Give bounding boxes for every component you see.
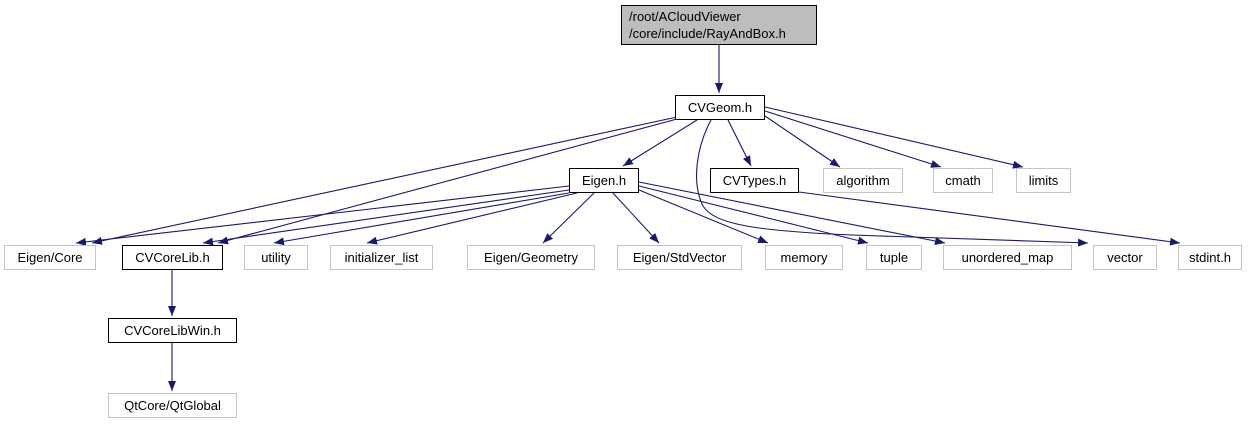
- node-tuple: tuple: [866, 245, 922, 270]
- node-initializer-list: initializer_list: [330, 245, 433, 270]
- edge-eigen-to-eigen-stdvector: [612, 192, 660, 244]
- edge-eigen-to-initializer-list: [366, 192, 578, 245]
- node-unordered-map: unordered_map: [943, 245, 1072, 270]
- node-limits: limits: [1016, 168, 1071, 193]
- node-memory: memory: [765, 245, 843, 270]
- node-eigen-stdvector: Eigen/StdVector: [617, 245, 742, 270]
- node-eigen-core: Eigen/Core: [4, 245, 96, 270]
- edge-group: [75, 45, 1181, 391]
- node-utility: utility: [244, 245, 308, 270]
- edge-cvtypes-to-stdint: [798, 191, 1181, 246]
- node-cvtypes[interactable]: CVTypes.h: [710, 168, 799, 193]
- edge-eigen-to-cvcorelib: [202, 189, 570, 246]
- node-qtglobal: QtCore/QtGlobal: [108, 393, 237, 418]
- node-cvcorelib[interactable]: CVCoreLib.h: [122, 245, 223, 270]
- edge-cvgeom-to-eigen-core: [91, 116, 678, 245]
- edge-cvgeom-to-algorithm: [764, 115, 841, 168]
- node-rayandbox: /root/ACloudViewer /core/include/RayAndB…: [621, 5, 817, 45]
- node-algorithm: algorithm: [823, 168, 903, 193]
- node-cmath: cmath: [933, 168, 993, 193]
- edge-eigen-to-tuple: [638, 185, 869, 245]
- edge-eigen-to-unordered-map: [638, 181, 946, 245]
- edge-cvgeom-to-limits: [764, 106, 1024, 169]
- edge-eigen-to-memory: [638, 189, 769, 244]
- edge-cvgeom-to-cmath: [764, 110, 942, 168]
- node-eigen-geometry: Eigen/Geometry: [467, 245, 595, 270]
- edge-cvgeom-to-vector: [696, 119, 1089, 247]
- node-cvgeom[interactable]: CVGeom.h: [675, 95, 765, 120]
- edge-cvgeom-to-cvcorelib: [217, 118, 678, 245]
- edge-eigen-to-eigen-geometry: [542, 192, 595, 244]
- edge-eigen-to-eigen-core: [75, 185, 570, 246]
- node-stdint: stdint.h: [1178, 245, 1242, 270]
- edge-eigen-to-utility: [273, 192, 570, 246]
- node-eigen[interactable]: Eigen.h: [569, 168, 639, 193]
- node-vector: vector: [1093, 245, 1157, 270]
- edge-cvgeom-to-eigen: [622, 119, 698, 167]
- edge-cvgeom-to-cvtypes: [727, 119, 752, 167]
- node-cvcorelibwin[interactable]: CVCoreLibWin.h: [108, 318, 237, 343]
